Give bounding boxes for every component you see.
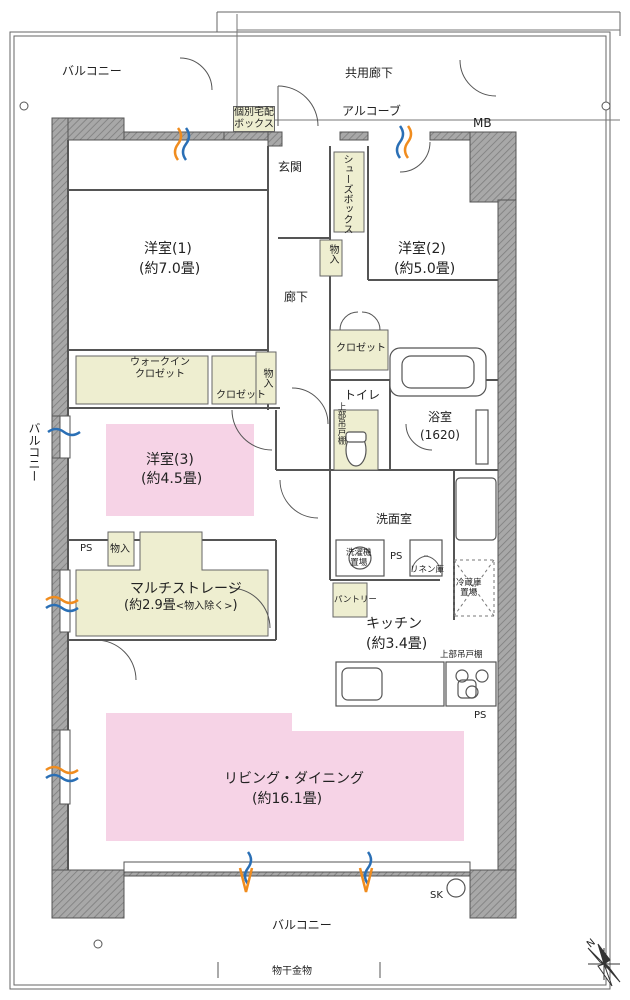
living-size: (約16.1畳)	[252, 791, 323, 807]
drying-hardware-label: 物干金物	[272, 966, 312, 977]
alcove-label: アルコーブ	[342, 104, 401, 118]
multi-storage-note: <物入除く>	[175, 601, 233, 612]
washroom-label: 洗面室	[376, 512, 413, 526]
ps-mid-label: PS	[390, 551, 403, 562]
stove-burners	[455, 669, 489, 699]
sk-label: SK	[430, 890, 443, 901]
doors	[95, 57, 497, 681]
hallway-label: 廊下	[284, 290, 309, 304]
upper-cabinet-vertical-label: 上部吊戸棚	[336, 402, 346, 445]
bath-name: 浴室	[428, 410, 453, 424]
multi-storage-size-close: )	[232, 598, 238, 613]
room2-size: (約5.0畳)	[394, 261, 456, 277]
multi-storage-name: マルチストレージ	[130, 581, 242, 597]
shoes-box-label: シューズボックス	[341, 154, 352, 234]
mb-label: MB	[473, 116, 492, 130]
storage-a-label: 物入	[327, 244, 338, 264]
balcony-outline	[9, 11, 621, 990]
entrance-label: 玄関	[278, 160, 303, 174]
common-corridor-label: 共用廊下	[345, 66, 394, 80]
pantry-label: パントリー	[334, 595, 377, 605]
compass-icon	[587, 943, 621, 987]
fridge-label: 冷蔵庫 置場	[456, 578, 482, 598]
upper-cabinet-horizontal-label: 上部吊戸棚	[440, 650, 483, 660]
walkin-closet-label: ウォークイン クロゼット	[130, 357, 190, 380]
fridge-space	[453, 559, 495, 617]
closet-right-label: クロゼット	[336, 343, 386, 354]
multi-storage-size: (約2.9畳<物入除く>)	[124, 598, 238, 613]
storage-b-label: 物入	[261, 368, 272, 388]
delivery-box-label: 個別宅配 ボックス	[233, 106, 275, 132]
closet-mid-label: クロゼット	[216, 390, 266, 401]
kitchen-size: (約3.4畳)	[366, 636, 428, 652]
room-highlights	[106, 424, 464, 841]
airflow-arrows	[45, 125, 413, 893]
balcony-bottom-label: バルコニー	[272, 918, 332, 932]
room3-size: (約4.5畳)	[141, 471, 203, 487]
kitchen-name: キッチン	[366, 616, 422, 632]
balcony-top-label: バルコニー	[62, 64, 122, 78]
storage-c-label: 物入	[110, 544, 130, 555]
ps-right-label: PS	[474, 710, 487, 721]
corridor-lines	[236, 14, 620, 121]
storage-areas	[75, 151, 443, 703]
bath-size: (1620)	[420, 428, 460, 442]
room1-size: (約7.0畳)	[139, 261, 201, 277]
multi-storage-size-value: (約2.9畳	[124, 598, 176, 613]
living-name: リビング・ダイニング	[224, 771, 364, 787]
balcony-left-label: バルコニー	[27, 422, 41, 482]
washer-label: 洗濯機 置場	[346, 548, 372, 568]
drying-hardware-marks	[217, 962, 381, 978]
room1-name: 洋室(1)	[144, 241, 192, 257]
linen-label: リネン庫	[410, 565, 445, 575]
outer-walls	[51, 117, 517, 919]
ps-left-label: PS	[80, 543, 93, 554]
toilet-label: トイレ	[344, 388, 381, 402]
drains	[19, 101, 611, 949]
fixtures	[335, 347, 497, 898]
room3-name: 洋室(3)	[146, 452, 194, 468]
room2-name: 洋室(2)	[398, 241, 446, 257]
